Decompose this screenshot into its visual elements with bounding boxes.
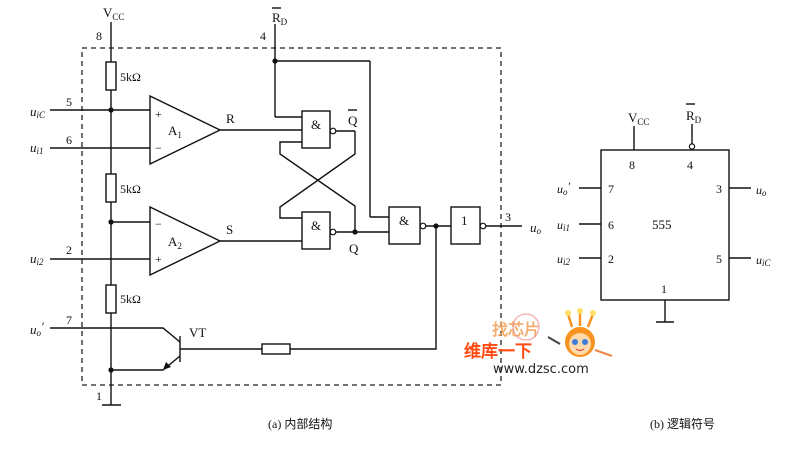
watermark-line2: 维库一下 [464, 341, 532, 362]
pin-1-label: 1 [96, 389, 102, 403]
watermark: 找芯片 维库一下 www.dzsc.com [464, 308, 613, 377]
ui2-label: ui2 [30, 251, 44, 267]
resistor-2-label: 5kΩ [120, 182, 141, 196]
collector-wire [50, 327, 181, 343]
pin-4-label: 4 [260, 29, 266, 43]
inversion-bubble [329, 228, 337, 236]
chip-555-body [600, 149, 730, 301]
inversion-bubble [479, 222, 487, 230]
uo-label: uo [530, 220, 542, 236]
resistor-1-label: 5kΩ [120, 70, 141, 84]
a1-plus: + [155, 107, 162, 121]
chip-555-label: 555 [652, 217, 672, 232]
emitter-wire [111, 355, 181, 371]
sym-pin-4-label: 4 [687, 158, 693, 172]
ui1-label: ui1 [30, 140, 44, 156]
uic-label: uiC [30, 104, 46, 120]
inversion-bubble [688, 143, 696, 150]
a2-plus: + [155, 252, 162, 266]
caption-internal: (a) 内部结构 [268, 416, 332, 431]
resistor-1 [105, 61, 117, 91]
sym-pin-8-label: 8 [629, 158, 635, 172]
r-signal-label: R [226, 111, 235, 126]
sym-uo-label: uo [756, 183, 767, 198]
resistor-3 [105, 284, 117, 314]
sym-rd-label: RD [686, 108, 702, 125]
sym-ui1-label: ui1 [557, 218, 570, 233]
rd-label: RD [272, 10, 288, 27]
discharge-wire [290, 226, 437, 350]
watermark-line1: 找芯片 [492, 320, 540, 339]
nand-out-symbol: & [399, 213, 409, 228]
sym-uo-prime-label: uo′ [557, 179, 571, 197]
nand-gate-output [388, 206, 421, 245]
mascot-icon [547, 308, 613, 357]
pin-6-label: 6 [66, 133, 72, 147]
a1-label: A1 [168, 123, 182, 140]
inversion-bubble [329, 127, 337, 135]
nand-top-symbol: & [311, 117, 321, 132]
pin-2-label: 2 [66, 243, 72, 257]
vt-label: VT [189, 325, 206, 340]
junction [108, 367, 114, 373]
internal-structure: VCC 8 5kΩ 5kΩ 5kΩ 1 uiC 5 ui1 6 + − A1 R… [30, 5, 542, 431]
watermark-url: www.dzsc.com [493, 362, 589, 377]
sym-pin-6-label: 6 [608, 218, 614, 232]
logic-symbol: 555 VCC 8 RD 4 7 uo′ 6 ui1 2 ui2 3 uo 5 … [557, 103, 772, 431]
qbar-label: Q [348, 113, 358, 128]
pin-3-label: 3 [505, 210, 511, 224]
pin-8-label: 8 [96, 29, 102, 43]
sym-pin-5-label: 5 [716, 252, 722, 266]
inversion-bubble [419, 222, 427, 230]
sym-ui2-label: ui2 [557, 252, 571, 267]
a1-minus: − [155, 141, 162, 155]
s-signal-label: S [226, 222, 233, 237]
base-resistor [261, 343, 291, 355]
resistor-2 [105, 173, 117, 203]
comparator-a2 [149, 205, 222, 277]
nand-bottom-symbol: & [311, 218, 321, 233]
emitter-arrow-icon [163, 362, 171, 370]
a2-label: A2 [168, 234, 182, 251]
resistor-3-label: 5kΩ [120, 292, 141, 306]
sym-pin-2-label: 2 [608, 252, 614, 266]
uo-prime-label: uo′ [30, 319, 44, 338]
watermark-ring-icon [512, 313, 540, 341]
sym-vcc-label: VCC [628, 110, 649, 127]
chip-boundary [81, 47, 502, 386]
cross-wire [279, 131, 356, 219]
sym-uic-label: uiC [756, 253, 772, 268]
comparator-a1 [149, 94, 222, 166]
nand-gate-bottom [301, 211, 331, 250]
pin-5-label: 5 [66, 95, 72, 109]
inverter-symbol: 1 [461, 213, 468, 228]
a2-minus: − [155, 217, 162, 231]
sym-pin-7-label: 7 [608, 182, 614, 196]
junction [108, 219, 114, 225]
sym-pin-3-label: 3 [716, 182, 722, 196]
caption-symbol: (b) 逻辑符号 [650, 416, 715, 431]
cross-wire [279, 141, 356, 232]
sym-pin-1-label: 1 [661, 282, 667, 296]
vcc-label: VCC [103, 5, 124, 22]
pin-7-label: 7 [66, 313, 72, 327]
q-label: Q [349, 241, 359, 256]
junction [108, 107, 114, 113]
